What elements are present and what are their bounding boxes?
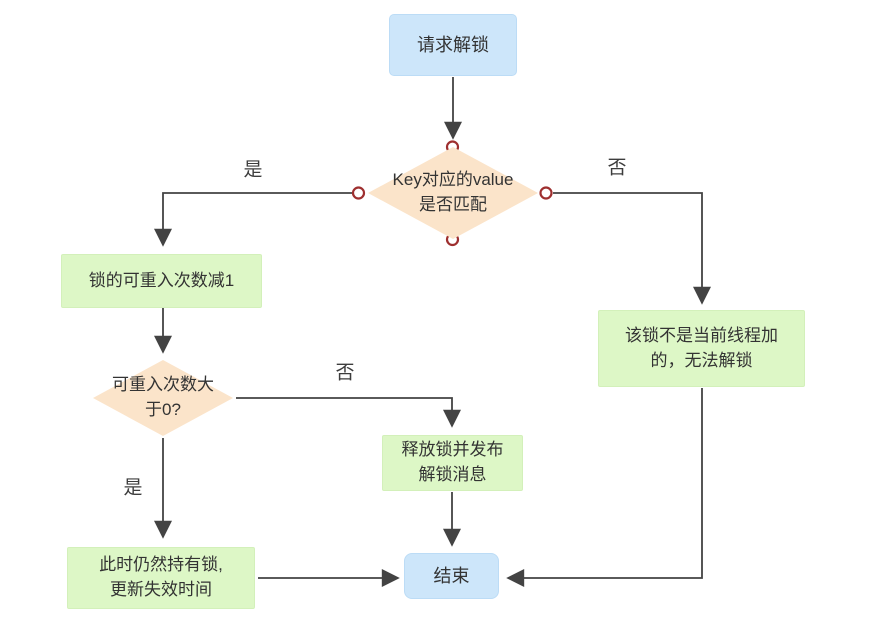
node-end-label: 结束 xyxy=(433,565,470,586)
node-start-label: 请求解锁 xyxy=(417,34,489,55)
node-still-hold-lock-label: 此时仍然持有锁, 更新失效时间 xyxy=(99,555,223,599)
edge-keycheck-yes[interactable] xyxy=(154,192,352,247)
node-still-hold-lock[interactable]: 此时仍然持有锁, 更新失效时间 xyxy=(67,547,255,609)
edge-keycheck-no[interactable] xyxy=(553,192,711,305)
node-decrement-reentrant-label: 锁的可重入次数减1 xyxy=(88,270,235,290)
edge-notowner-to-end[interactable] xyxy=(506,388,703,587)
node-release-lock[interactable]: 释放锁并发布 解锁消息 xyxy=(382,435,523,491)
node-not-owner-label: 该锁不是当前线程加 的，无法解锁 xyxy=(625,325,778,370)
node-decision-reentrant-gt0-label: 可重入次数大 于0? xyxy=(112,375,214,419)
node-end[interactable]: 结束 xyxy=(404,553,499,599)
edge-label-key-match-no: 否 xyxy=(604,157,630,181)
node-start[interactable]: 请求解锁 xyxy=(389,14,517,76)
edge-reentrant-no[interactable] xyxy=(236,397,461,428)
node-decision-key-value-label: Key对应的value 是否匹配 xyxy=(392,170,514,214)
node-decision-reentrant-gt0[interactable]: 可重入次数大 于0? xyxy=(93,360,233,436)
connection-point-left[interactable] xyxy=(351,186,366,200)
node-decision-key-value[interactable]: Key对应的value 是否匹配 xyxy=(368,147,538,239)
node-release-lock-label: 释放锁并发布 解锁消息 xyxy=(401,440,504,484)
node-not-owner[interactable]: 该锁不是当前线程加 的，无法解锁 xyxy=(598,310,805,387)
edge-label-reentrant-no: 否 xyxy=(332,362,358,386)
edge-label-key-match-yes: 是 xyxy=(240,159,266,183)
connection-point-right[interactable] xyxy=(539,186,553,200)
node-decrement-reentrant[interactable]: 锁的可重入次数减1 xyxy=(61,254,262,308)
edge-label-reentrant-yes: 是 xyxy=(120,477,146,501)
